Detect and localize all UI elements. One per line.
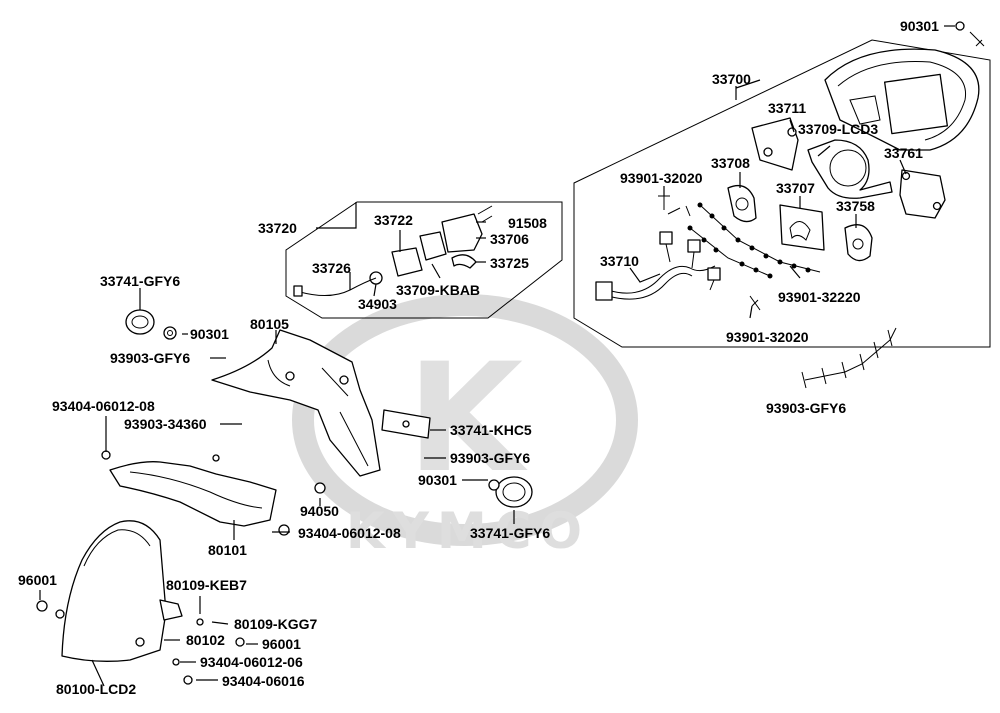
label-93903-34360: 93903-34360 [124,416,207,432]
reflector-33741-khc5 [381,409,431,439]
label-93901-32220: 93901-32220 [778,289,861,305]
label-33722: 33722 [374,212,413,228]
label-96001-a: 96001 [18,572,57,588]
screw-90301-top [955,21,985,47]
inner-fender-80101 [101,450,290,536]
group-outline-33720 [285,201,563,319]
label-93903-gfy6-right: 93903-GFY6 [766,400,846,416]
label-33741-gfy6-b: 33741-GFY6 [470,525,550,541]
wire-harness-33710 [595,231,721,301]
label-80100-lcd2: 80100-LCD2 [56,681,136,697]
label-33726: 33726 [312,260,351,276]
label-93901-32020-a: 93901-32020 [620,170,703,186]
socket-33758 [844,224,873,262]
label-33741-khc5: 33741-KHC5 [450,422,532,438]
screw-93901-32020-b [749,295,761,311]
label-90301-low: 90301 [418,472,457,488]
label-33720: 33720 [258,220,297,236]
label-90301-mid: 90301 [190,326,229,342]
label-93404-06012-08-b: 93404-06012-08 [298,525,401,541]
label-33761: 33761 [884,145,923,161]
label-90301-top: 90301 [900,18,939,34]
screw-row-93903-gfy6 [801,327,897,389]
label-33709-kbab: 33709-KBAB [396,282,480,298]
label-34903: 34903 [358,296,397,312]
plate-33707 [779,204,825,251]
label-80102: 80102 [186,632,225,648]
license-bracket-80105 [211,329,381,477]
kymco-watermark: K KYMCO [292,294,638,560]
label-33758: 33758 [836,198,875,214]
reflector-33741-gfy6-top [125,309,155,335]
tail-light-lens [824,48,980,151]
label-93901-32020-b: 93901-32020 [726,329,809,345]
label-93404-06012-08-a: 93404-06012-08 [52,398,155,414]
nut-90301-mid [163,326,177,340]
label-33708: 33708 [711,155,750,171]
bracket-33761 [899,169,946,219]
connector-clips-93901-32220 [687,202,821,279]
socket-33708 [727,184,757,223]
watermark-ring [292,294,638,546]
screw-93901-32020-a [658,195,691,217]
label-80105: 80105 [250,316,289,332]
label-33710: 33710 [600,253,639,269]
bulb-socket-33711 [751,117,799,171]
screw-94050 [314,482,326,494]
label-96001-b: 96001 [262,636,301,652]
label-94050: 94050 [300,503,339,519]
label-33741-gfy6-a: 33741-GFY6 [100,273,180,289]
label-33707: 33707 [776,180,815,196]
license-light-parts [293,205,493,297]
label-33725: 33725 [490,255,529,271]
reflector-33741-gfy6-low [488,476,533,508]
label-33711: 33711 [768,100,806,116]
leader-lines [39,25,955,687]
label-93903-gfy6-b: 93903-GFY6 [450,450,530,466]
label-80101: 80101 [208,542,247,558]
group-outline-33700 [573,39,991,348]
front-fender-80100 [36,520,245,685]
label-93404-06012-06: 93404-06012-06 [200,654,303,670]
label-93404-06016: 93404-06016 [222,673,305,689]
part-labels: 90301 33700 33711 33709-LCD3 33708 33761… [18,18,939,697]
label-80109-keb7: 80109-KEB7 [166,577,247,593]
label-33709-lcd3: 33709-LCD3 [798,121,878,137]
label-91508: 91508 [508,215,547,231]
label-80109-kgg7: 80109-KGG7 [234,616,317,632]
watermark-brand: KYMCO [346,502,590,560]
label-93903-gfy6-a: 93903-GFY6 [110,350,190,366]
label-33706: 33706 [490,231,529,247]
label-33700: 33700 [712,71,751,87]
gasket-33709-lcd3 [807,139,893,199]
